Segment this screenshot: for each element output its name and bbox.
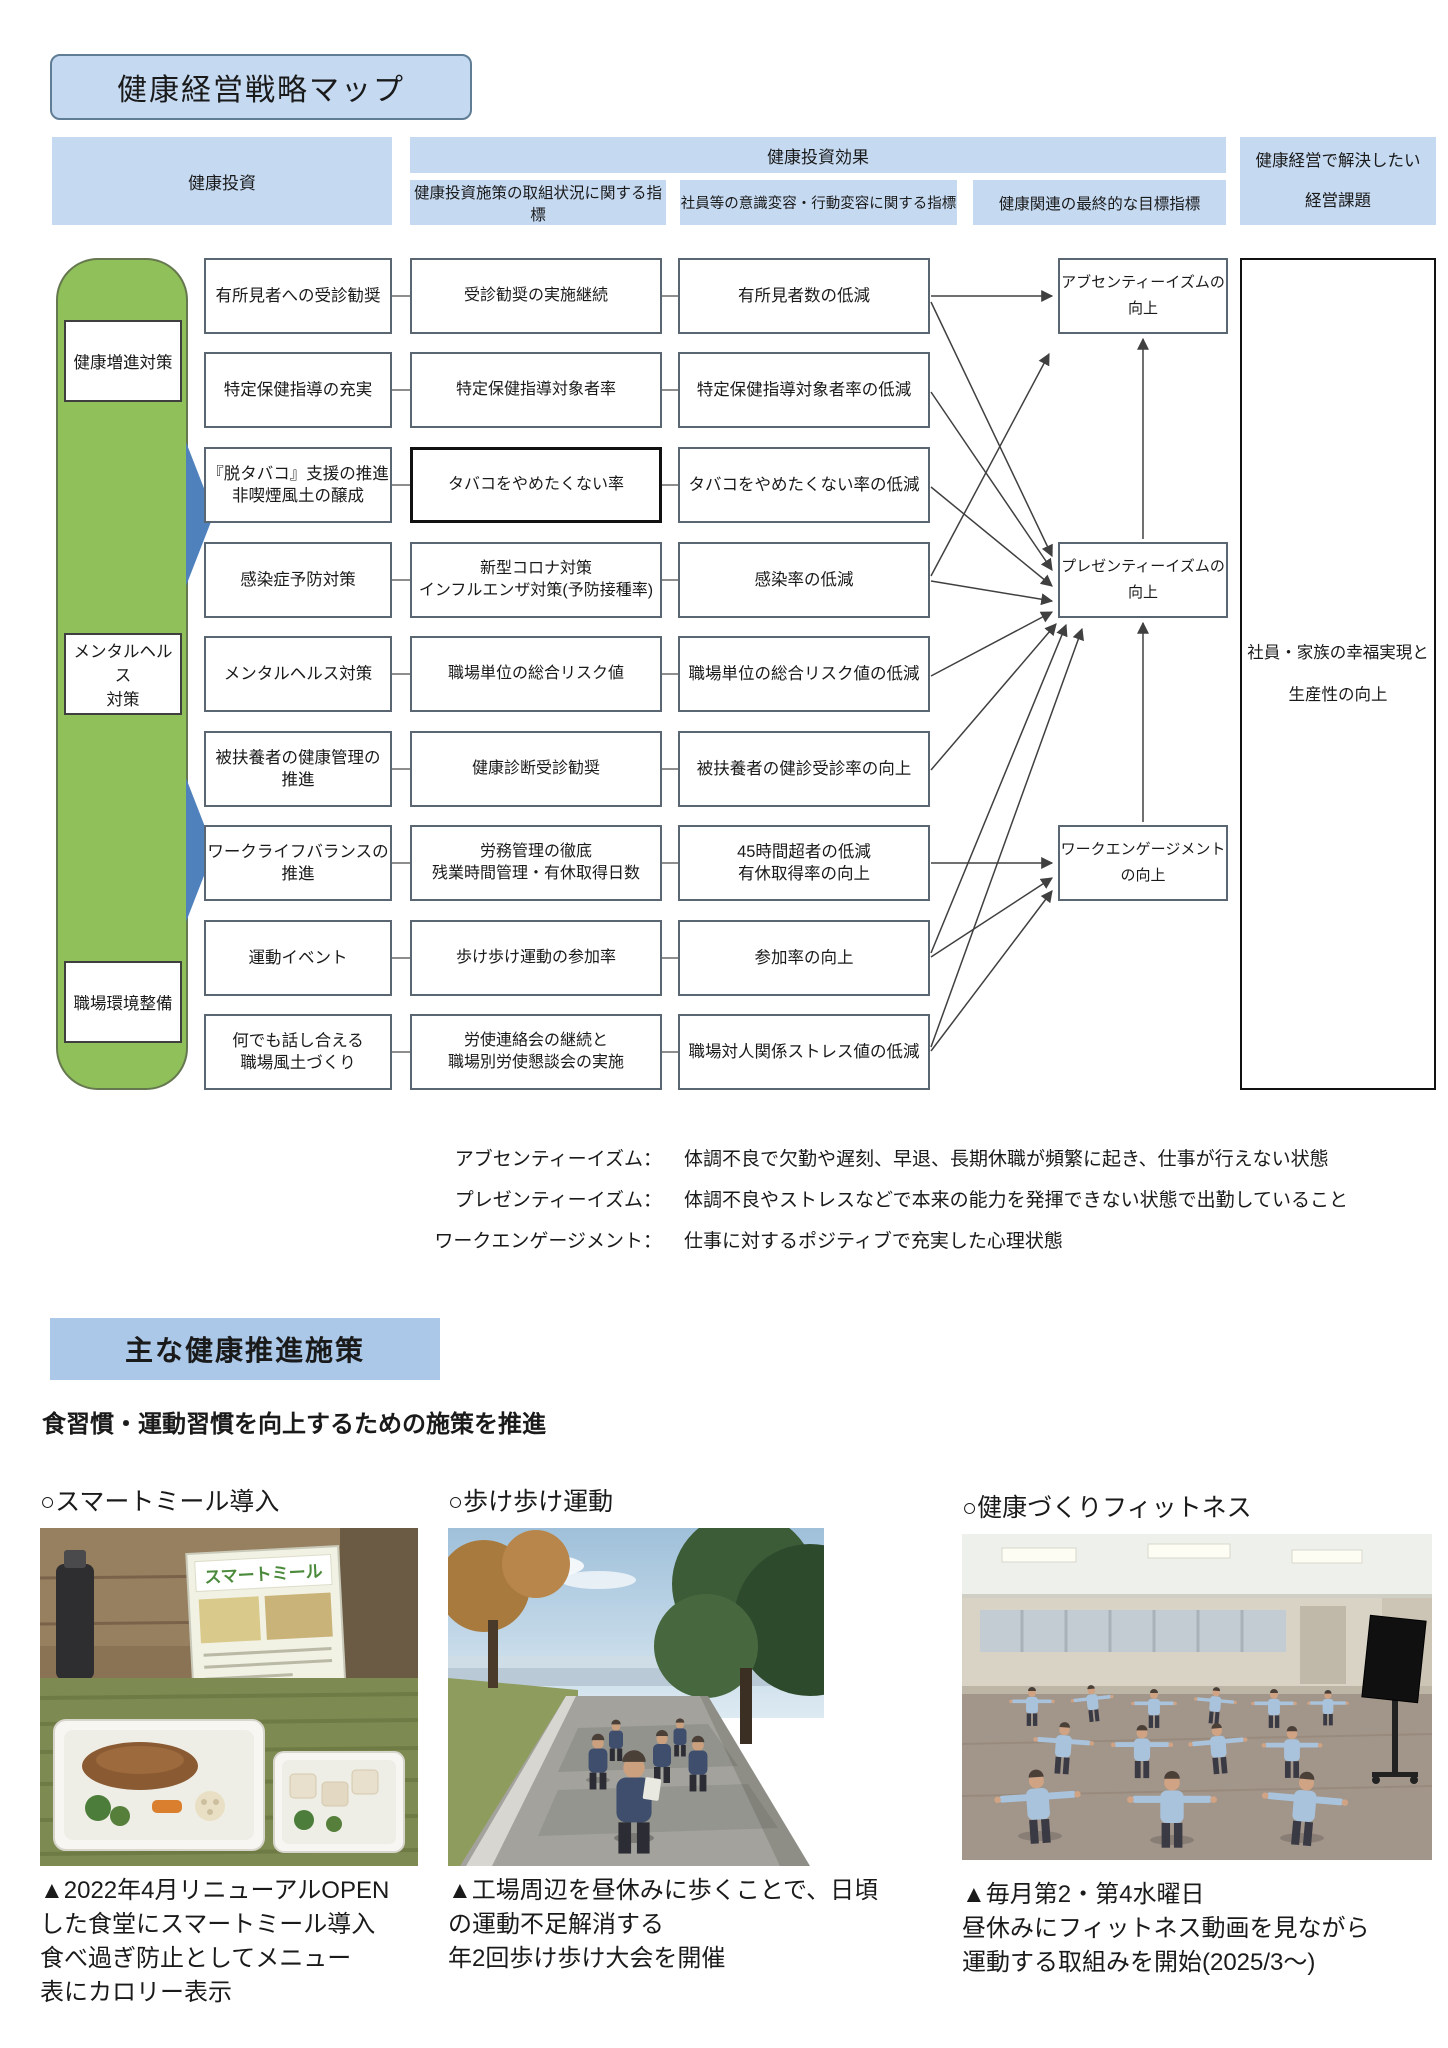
indicator-box-5: 職場単位の総合リスク値 [410,636,662,712]
definition-row: アブセンティーイズム： 体調不良で欠勤や遅刻、早退、長期休職が頻繁に起き、仕事が… [400,1146,1360,1174]
investment-box-5: メンタルヘルス対策 [204,636,392,712]
investment-box-1: 有所見者への受診勧奨 [204,258,392,334]
change-box-9: 職場対人関係ストレス値の低減 [678,1014,930,1090]
definition-desc: 体調不良で欠勤や遅刻、早退、長期休職が頻繁に起き、仕事が行えない状態 [684,1149,1329,1170]
indicator-box-6: 健康診断受診勧奨 [410,731,662,807]
indicator-box-4: 新型コロナ対策 インフルエンザ対策(予防接種率) [410,542,662,618]
section-title-box: 主な健康推進施策 [50,1318,440,1380]
lead-text: 食習慣・運動習慣を向上するための施策を推進 [42,1411,546,1438]
item-caption-walking: ▲工場周辺を昼休みに歩くことで、日頃 の運動不足解消する 年2回歩け歩け大会を開… [448,1877,879,1972]
header-management-issue: 健康経営で解決したい 経営課題 [1240,137,1436,225]
header-effect: 健康投資効果 [410,137,1226,173]
indicator-box-2: 特定保健指導対象者率 [410,352,662,428]
investment-box-9: 何でも話し合える 職場風土づくり [204,1014,392,1090]
photo-walking [448,1528,824,1866]
investment-box-2: 特定保健指導の充実 [204,352,392,428]
investment-box-4: 感染症予防対策 [204,542,392,618]
change-box-1: 有所見者数の低減 [678,258,930,334]
indicator-box-1: 受診勧奨の実施継続 [410,258,662,334]
indicator-box-8: 歩け歩け運動の参加率 [410,920,662,996]
goal-box-work-engagement: ワークエンゲージメント の向上 [1058,825,1228,901]
item-heading-fitness: ○健康づくりフィットネス [962,1494,1252,1522]
final-goal-box: 社員・家族の幸福実現と 生産性の向上 [1240,258,1436,1090]
section-title: 主な健康推進施策 [124,1335,365,1366]
change-box-4: 感染率の低減 [678,542,930,618]
goal-box-presenteeism: プレゼンティーイズムの 向上 [1058,542,1228,618]
item-caption-smart-meal: ▲2022年4月リニューアルOPEN した食堂にスマートミール導入 食べ過ぎ防止… [40,1877,390,2006]
definition-row: プレゼンティーイズム： 体調不良やストレスなどで本来の能力を発揮できない状態で出… [400,1187,1360,1215]
category-label-health-promotion: 健康増進対策 [64,320,182,402]
photo-smart-meal: スマートミール [40,1528,418,1866]
category-label-mental-health: メンタルヘルス 対策 [64,633,182,715]
item-heading-walking: ○歩け歩け運動 [448,1488,614,1516]
change-box-6: 被扶養者の健診受診率の向上 [678,731,930,807]
fitness-figures [992,1682,1351,1849]
header-investment: 健康投資 [52,137,392,225]
investment-box-6: 被扶養者の健康管理の 推進 [204,731,392,807]
investment-box-8: 運動イベント [204,920,392,996]
definition-term: ワークエンゲージメント： [434,1231,662,1252]
change-box-8: 参加率の向上 [678,920,930,996]
investment-box-3: 『脱タバコ』支援の推進 非喫煙風土の醸成 [204,447,392,523]
definition-desc: 体調不良やストレスなどで本来の能力を発揮できない状態で出勤していること [684,1190,1349,1211]
definition-term: アブセンティーイズム： [454,1149,662,1170]
walking-figures [586,1718,708,1854]
goal-box-absenteeism: アブセンティーイズムの 向上 [1058,258,1228,334]
page-title-box: 健康経営戦略マップ [50,54,472,120]
change-box-5: 職場単位の総合リスク値の低減 [678,636,930,712]
page-title: 健康経営戦略マップ [117,74,405,107]
definitions: アブセンティーイズム： 体調不良で欠勤や遅刻、早退、長期休職が頻繁に起き、仕事が… [400,1146,1360,1269]
item-heading-smart-meal: ○スマートミール導入 [40,1488,280,1516]
item-caption-fitness: ▲毎月第2・第4水曜日 昼休みにフィットネス動画を見ながら 運動する取組みを開始… [962,1881,1370,1976]
definition-term: プレゼンティーイズム： [454,1190,662,1211]
indicator-box-7: 労務管理の徹底 残業時間管理・有休取得日数 [410,825,662,901]
definition-row: ワークエンゲージメント： 仕事に対するポジティブで充実した心理状態 [400,1228,1360,1256]
header-effect-sub2: 社員等の意識変容・行動変容に関する指標 [680,180,957,225]
meal-tray-side [273,1751,405,1853]
header-effect-sub3: 健康関連の最終的な目標指標 [973,180,1226,225]
change-box-2: 特定保健指導対象者率の低減 [678,352,930,428]
definition-desc: 仕事に対するポジティブで充実した心理状態 [684,1231,1063,1252]
meal-tray-main [53,1719,265,1851]
change-box-7: 45時間超者の低減 有休取得率の向上 [678,825,930,901]
investment-box-7: ワークライフバランスの 推進 [204,825,392,901]
indicator-box-9: 労使連絡会の継続と 職場別労使懇談会の実施 [410,1014,662,1090]
change-box-3: タバコをやめたくない率の低減 [678,447,930,523]
menu-stand: スマートミール [185,1545,347,1699]
photo-fitness [962,1534,1432,1860]
category-label-workplace: 職場環境整備 [64,961,182,1043]
tv-stand [1361,1614,1427,1784]
header-effect-sub1: 健康投資施策の取組状況に関する指標 [410,180,666,225]
indicator-box-3: タバコをやめたくない率 [410,447,662,523]
